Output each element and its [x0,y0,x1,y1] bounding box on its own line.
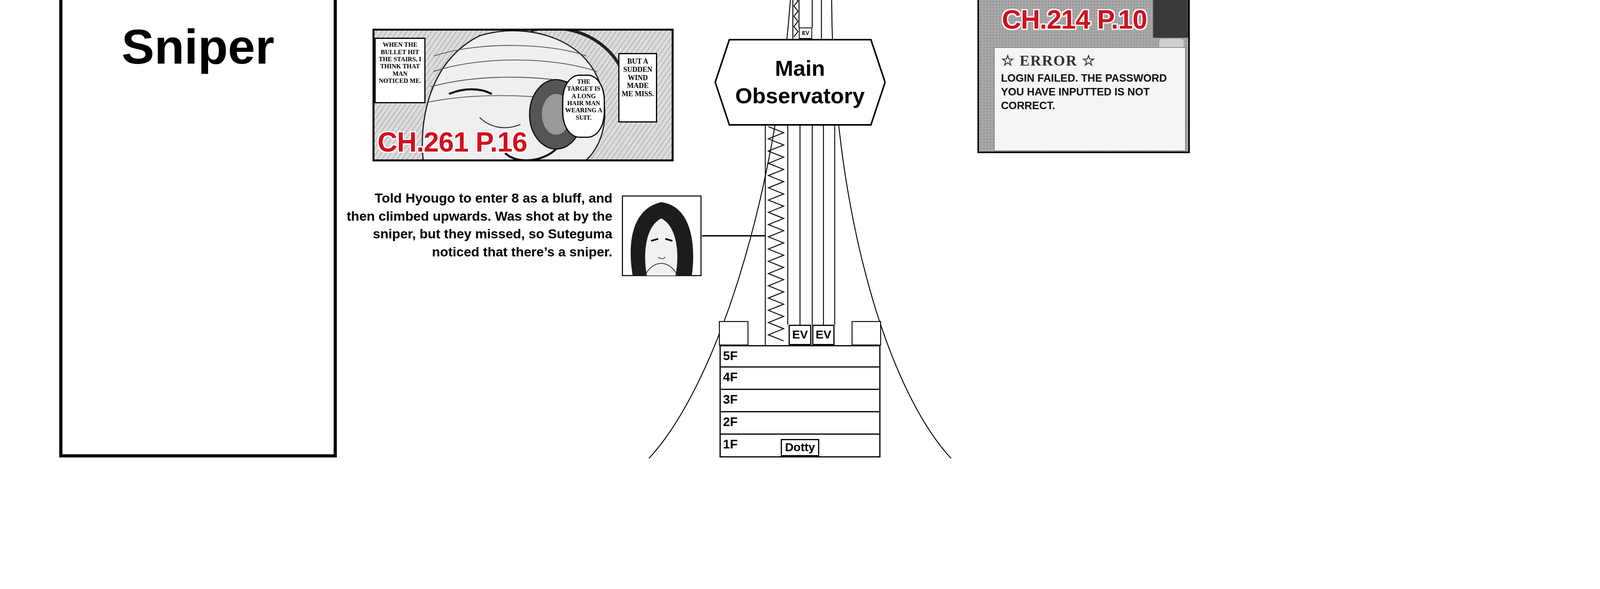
observatory-box: Main Observatory [714,38,886,126]
sniper-box: Sniper [59,0,337,458]
node-text: EV [799,28,812,38]
floor-band: 5F [719,345,881,368]
floor-band: 4F [719,367,881,390]
node-text: WHEN THE BULLET HIT THE STAIRS, I THINK … [377,41,423,85]
node-text: Main Observatory [724,54,876,110]
manga-panel: CH.214 P.10 ☆ ERROR ☆LOGIN FAILED. THE PA… [977,0,1190,154]
node-text: Sniper [62,0,334,75]
portrait [622,195,702,276]
speech-bubble: THE TARGET IS A LONG HAIR MAN WEARING A … [562,74,605,138]
speech-bubble: WHEN THE BULLET HIT THE STAIRS, I THINK … [374,37,426,103]
shop-box: Dotty [780,438,820,457]
manga-art [372,28,674,162]
node-text: 2F [720,412,880,432]
node-text: CH.261 P.16 [377,126,528,158]
elevator-box: EV [788,324,811,346]
octagon-outline [715,39,886,125]
node-text: 5F [720,346,880,366]
manga-panel: CH.261 P.16 WHEN THE BULLET HIT THE STAIR… [372,28,674,162]
node-text: LOGIN FAILED. THE PASSWORD YOU HAVE INPU… [1000,71,1179,113]
node-text: BUT A SUDDEN WIND MADE ME MISS. [621,57,655,98]
speech-bubble: BUT A SUDDEN WIND MADE ME MISS. [618,52,658,123]
error-dialog: ☆ ERROR ☆LOGIN FAILED. THE PASSWORD YOU … [993,47,1186,152]
node-text: CH.214 P.10 [1001,3,1148,35]
note-text: Told Hyougo to enter 8 as a bluff, and t… [345,189,613,261]
octagon-shape [714,38,886,126]
node-text: EV [813,325,834,344]
elevator-box: EV [812,324,835,346]
node-text: 3F [720,389,880,409]
tower-outline [648,0,951,459]
floor-band: 3F [719,389,881,413]
floor-band: 2F [719,412,881,435]
node-text: EV [789,325,810,344]
leader-line [701,235,766,237]
node-text: ☆ ERROR ☆ [1000,51,1179,70]
node-text: 4F [720,367,880,387]
node-text: THE TARGET IS A LONG HAIR MAN WEARING A … [564,78,603,122]
floor-band: 1FDotty [719,434,881,457]
node-text: Dotty [781,440,819,455]
elevator-box: EV [798,27,813,39]
manga-art [977,0,1190,154]
